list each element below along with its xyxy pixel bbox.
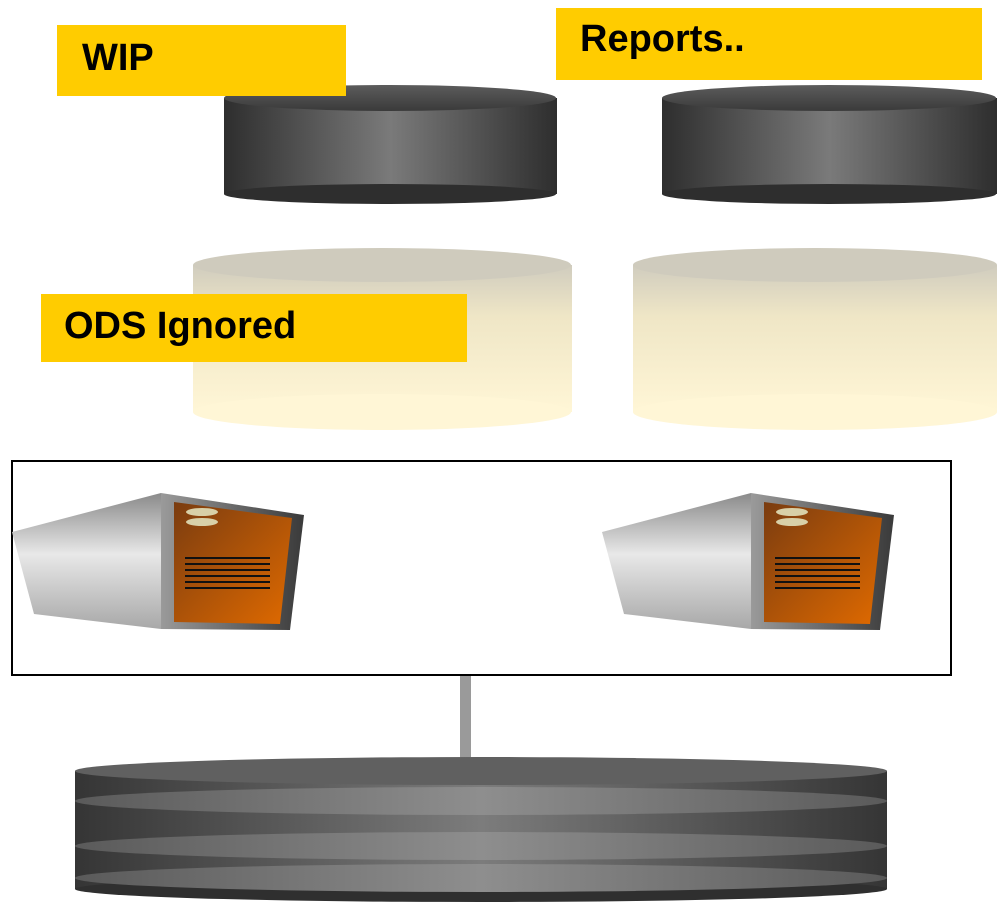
wip-database-icon <box>224 85 557 204</box>
server-icon <box>12 493 304 630</box>
secondary-database-icon <box>633 248 997 430</box>
wip-label: WIP <box>57 25 346 96</box>
ods-ignored-label: ODS Ignored <box>41 294 467 362</box>
reports-label: Reports.. <box>556 8 982 80</box>
storage-stack-icon <box>75 757 887 902</box>
server-icon <box>602 493 894 630</box>
reports-database-icon <box>662 85 997 204</box>
connector-line <box>460 676 471 776</box>
